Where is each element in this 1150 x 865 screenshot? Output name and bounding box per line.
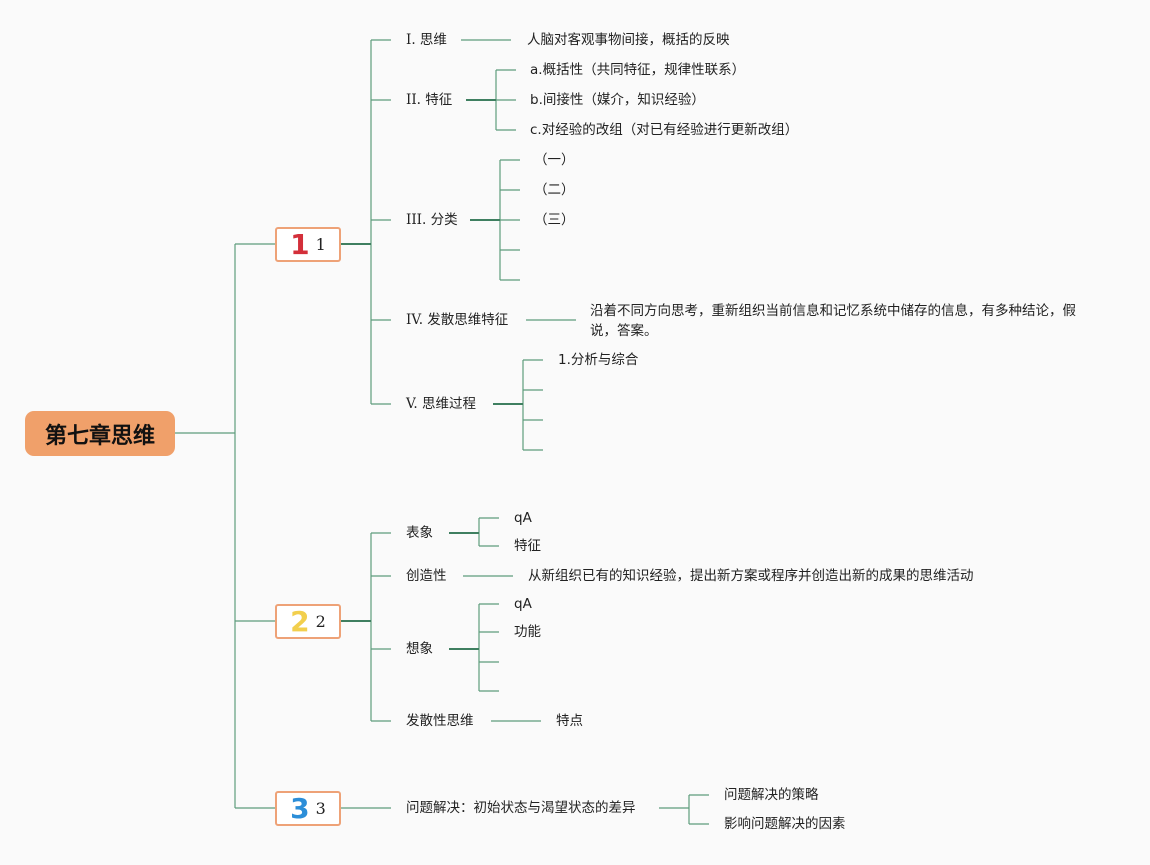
node-chuangzao-desc[interactable]: 从新组织已有的知识经验，提出新方案或程序并创造出新的成果的思维活动 bbox=[528, 568, 974, 584]
section-2-number: 2 bbox=[315, 612, 326, 631]
node-fasan-desc[interactable]: 特点 bbox=[556, 713, 583, 729]
node-iii-child-3[interactable]: （三） bbox=[534, 212, 575, 228]
node-iii-child-1[interactable]: （一） bbox=[534, 152, 575, 168]
node-iii-label[interactable]: III. 分类 bbox=[406, 212, 458, 228]
node-iii-child-2[interactable]: （二） bbox=[534, 182, 575, 198]
number-3-icon: 3 bbox=[290, 791, 310, 825]
number-1-icon: 1 bbox=[290, 227, 310, 261]
node-xiangxiang-function[interactable]: 功能 bbox=[514, 624, 541, 640]
node-fasan-label[interactable]: 发散性思维 bbox=[406, 713, 474, 729]
node-v-label[interactable]: V. 思维过程 bbox=[406, 396, 476, 412]
section-2-node[interactable]: 2 2 bbox=[275, 604, 341, 639]
node-xiangxiang-qa[interactable]: qA bbox=[514, 596, 532, 612]
root-title: 第七章思维 bbox=[44, 423, 155, 449]
node-biaoxiang-qa[interactable]: qA bbox=[514, 510, 532, 526]
section-3-number: 3 bbox=[315, 799, 326, 818]
root-topic[interactable]: 第七章思维 bbox=[25, 411, 175, 456]
section-3-node[interactable]: 3 3 bbox=[275, 791, 341, 826]
node-biaoxiang-label[interactable]: 表象 bbox=[406, 525, 433, 541]
node-ii-label[interactable]: II. 特征 bbox=[406, 92, 453, 108]
connector-group bbox=[175, 39, 709, 825]
bold-connectors bbox=[341, 99, 523, 650]
section-1-number: 1 bbox=[315, 235, 326, 254]
node-i-desc[interactable]: 人脑对客观事物间接，概括的反映 bbox=[527, 32, 730, 48]
node-ii-child-a[interactable]: a.概括性（共同特征，规律性联系） bbox=[530, 62, 746, 78]
node-wenti-factors[interactable]: 影响问题解决的因素 bbox=[724, 816, 846, 832]
node-iv-label[interactable]: IV. 发散思维特征 bbox=[406, 312, 509, 328]
number-2-icon: 2 bbox=[290, 604, 310, 638]
node-iv-desc[interactable]: 沿着不同方向思考，重新组织当前信息和记忆系统中储存的信息，有多种结论，假说，答案… bbox=[590, 303, 1076, 339]
node-wenti-label[interactable]: 问题解决：初始状态与渴望状态的差异 bbox=[406, 800, 636, 816]
node-xiangxiang-label[interactable]: 想象 bbox=[406, 641, 433, 657]
section-1-node[interactable]: 1 1 bbox=[275, 227, 341, 262]
node-v-child-1[interactable]: 1.分析与综合 bbox=[558, 352, 639, 368]
node-ii-child-c[interactable]: c.对经验的改组（对已有经验进行更新改组） bbox=[530, 122, 799, 138]
node-i-label[interactable]: I. 思维 bbox=[406, 32, 447, 48]
node-wenti-strategy[interactable]: 问题解决的策略 bbox=[724, 787, 819, 803]
node-biaoxiang-feature[interactable]: 特征 bbox=[514, 538, 541, 554]
node-ii-child-b[interactable]: b.间接性（媒介，知识经验） bbox=[530, 92, 705, 108]
node-chuangzao-label[interactable]: 创造性 bbox=[406, 568, 447, 584]
